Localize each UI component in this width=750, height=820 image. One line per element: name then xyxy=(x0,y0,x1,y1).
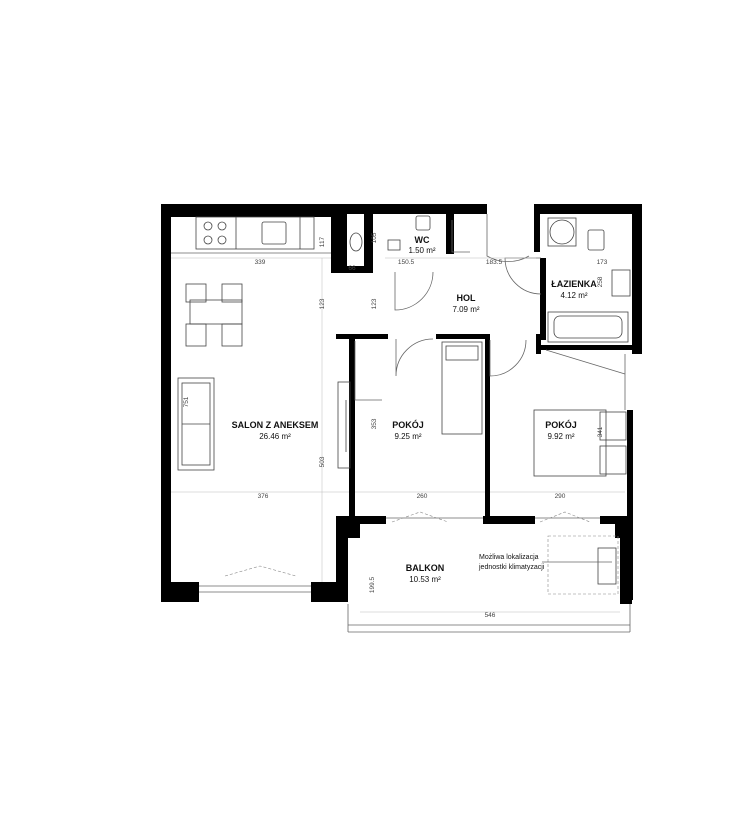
room-area-hol: 7.09 m² xyxy=(452,305,479,314)
room-name-pokoj-2: POKÓJ xyxy=(545,419,577,430)
dim-290: 290 xyxy=(555,493,566,500)
room-name-wc: WC xyxy=(415,235,430,245)
dim-183-5: 183.5 xyxy=(486,259,503,266)
ac-note-line-1: Możliwa lokalizacja xyxy=(479,554,539,561)
dim-503: 503 xyxy=(319,456,326,467)
ac-unit-area xyxy=(542,535,619,595)
dim-66: 66 xyxy=(348,265,356,272)
doors xyxy=(224,214,591,577)
room-area-pokoj-2: 9.92 m² xyxy=(547,432,574,441)
room-name-balkon: BALKON xyxy=(406,563,445,573)
room-name-lazienka: ŁAZIENKA xyxy=(551,279,597,289)
sofa xyxy=(177,377,215,471)
tv-unit xyxy=(337,381,351,469)
dim-339: 339 xyxy=(255,259,266,266)
dining-table xyxy=(185,283,243,347)
dim-105: 105 xyxy=(371,232,378,243)
walls xyxy=(161,204,642,604)
dim-341: 341 xyxy=(597,426,604,437)
dim-117: 117 xyxy=(319,236,326,247)
dim-353: 353 xyxy=(371,418,378,429)
room-name-salon: SALON Z ANEKSEM xyxy=(232,420,319,430)
bed-double xyxy=(533,409,627,477)
room-name-hol: HOL xyxy=(457,293,477,303)
wc-fixtures xyxy=(349,215,431,252)
dim-376: 376 xyxy=(258,493,269,500)
dim-260: 260 xyxy=(417,493,428,500)
glazing-lines xyxy=(171,252,631,633)
dim-123-a: 123 xyxy=(319,298,326,309)
dim-199-5: 199.5 xyxy=(369,576,376,593)
dim-751: 751 xyxy=(183,396,190,407)
dim-123-b: 123 xyxy=(371,298,378,309)
room-area-salon: 26.46 m² xyxy=(259,432,291,441)
room-area-wc: 1.50 m² xyxy=(408,246,435,255)
bed-single xyxy=(441,341,483,435)
dim-150-5: 150.5 xyxy=(398,259,415,266)
dimension-guides xyxy=(171,257,625,613)
dim-546: 546 xyxy=(485,612,496,619)
room-name-pokoj-1: POKÓJ xyxy=(392,419,424,430)
dim-173: 173 xyxy=(597,259,608,266)
kitchen-counter xyxy=(195,216,315,250)
room-area-lazienka: 4.12 m² xyxy=(560,291,587,300)
room-area-pokoj-1: 9.25 m² xyxy=(394,432,421,441)
room-area-balkon: 10.53 m² xyxy=(409,575,441,584)
ac-note-line-2: jednostki klimatyzacji xyxy=(478,564,545,571)
bathroom-fixtures xyxy=(545,217,631,375)
dim-258: 258 xyxy=(597,276,604,287)
